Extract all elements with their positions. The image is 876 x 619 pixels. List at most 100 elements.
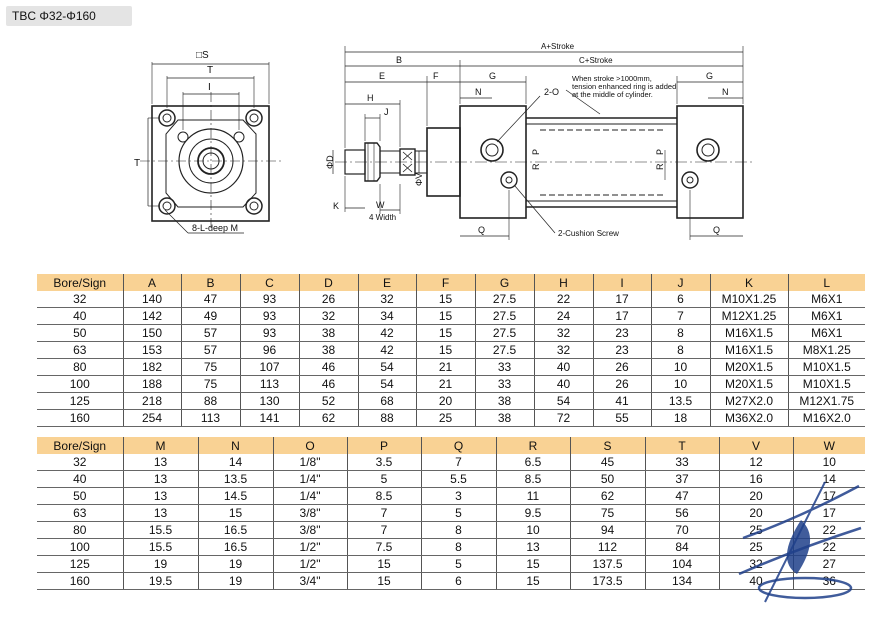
table-cell: 32 [298,307,358,325]
table-cell: 15.5 [122,538,198,556]
table-cell: 40 [37,307,123,325]
column-header: K [709,274,788,291]
table-cell: 26 [592,375,651,393]
table-cell: 8 [650,341,710,359]
column-header: A [122,274,181,291]
table-cell: 130 [239,392,299,410]
table-cell: 23 [592,341,651,359]
table-cell: M10X1.5 [787,375,865,393]
table-cell: 13 [122,454,198,471]
table-cell: 54 [533,392,593,410]
table-cell: 150 [122,324,181,342]
table-cell: 10 [495,521,570,539]
table-cell: 20 [415,392,475,410]
table-cell: M16X1.5 [709,341,788,359]
column-header: F [415,274,475,291]
table-cell: 19 [197,572,273,590]
table-cell: 57 [180,324,240,342]
table-cell: 6.5 [495,454,570,471]
table-cell: M36X2.0 [709,409,788,427]
column-header: J [650,274,710,291]
dim-width: 4 Width [369,213,396,222]
table-cell: M20X1.5 [709,375,788,393]
table-cell: 14 [792,470,865,488]
table-cell: 13 [122,504,198,522]
table-cell: 141 [239,409,299,427]
column-header: I [592,274,651,291]
dim-o: 2-O [544,87,559,97]
table-cell: 173.5 [569,572,645,590]
table-cell: 96 [239,341,299,359]
dim-k: K [333,201,339,211]
table-cell: 93 [239,291,299,308]
dim-r-2: R [655,163,665,170]
table-cell: 112 [569,538,645,556]
dim-q-2: Q [713,225,720,235]
table-cell: 50 [37,324,123,342]
note-line-1: When stroke >1000mm, [572,74,652,83]
table-cell: M12X1.25 [709,307,788,325]
table-cell: 7 [346,504,421,522]
table-cell: 1/4" [272,487,347,505]
table-cell: 7.5 [346,538,421,556]
dim-n-2: N [722,87,729,97]
column-header: S [569,437,645,454]
dim-a-stroke: A+Stroke [541,42,575,51]
technical-drawing: □S T I T 8-L-deep M A+Stroke B C+Stroke … [134,42,755,240]
table-cell: 46 [298,358,358,376]
table-cell: 32 [533,324,593,342]
table-cell: 7 [346,521,421,539]
column-header: W [792,437,865,454]
table-cell: 63 [37,341,123,359]
column-header: L [787,274,865,291]
dim-d: ΦD [325,155,335,169]
table-cell: 22 [792,538,865,556]
table-cell: 1/4" [272,470,347,488]
table-cell: 14 [197,454,273,471]
table-cell: 11 [495,487,570,505]
table-cell: 7 [420,454,496,471]
column-header: G [474,274,534,291]
table-cell: 75 [180,358,240,376]
table-cell: 1/2" [272,555,347,573]
table-cell: 27 [792,555,865,573]
table-cell: 254 [122,409,181,427]
table-cell: 33 [474,375,534,393]
table-cell: 50 [569,470,645,488]
column-header: R [495,437,570,454]
table-cell: 33 [474,358,534,376]
dim-t-top: T [207,65,213,76]
table-cell: 94 [569,521,645,539]
table-cell: 107 [239,358,299,376]
table-cell: 80 [37,521,123,539]
dim-s: □S [196,50,209,61]
table-cell: 3/8" [272,504,347,522]
table-cell: 55 [592,409,651,427]
table-cell: 182 [122,358,181,376]
table-cell: 7 [650,307,710,325]
table-cell: 10 [650,358,710,376]
table-cell: 45 [569,454,645,471]
table-cell: 26 [298,291,358,308]
table-cell: 17 [592,291,651,308]
table-cell: 18 [650,409,710,427]
table-cell: 153 [122,341,181,359]
table-cell: 104 [644,555,719,573]
table-cell: 160 [37,409,123,427]
table-cell: 40 [533,375,593,393]
column-header: C [239,274,299,291]
table-cell: 5.5 [420,470,496,488]
dim-b: B [396,55,402,65]
table-cell: 70 [644,521,719,539]
table-cell: 8.5 [346,487,421,505]
dim-t-side: T [134,158,140,169]
table-cell: 5 [420,555,496,573]
note-line-3: at the middle of cylinder. [572,90,653,99]
